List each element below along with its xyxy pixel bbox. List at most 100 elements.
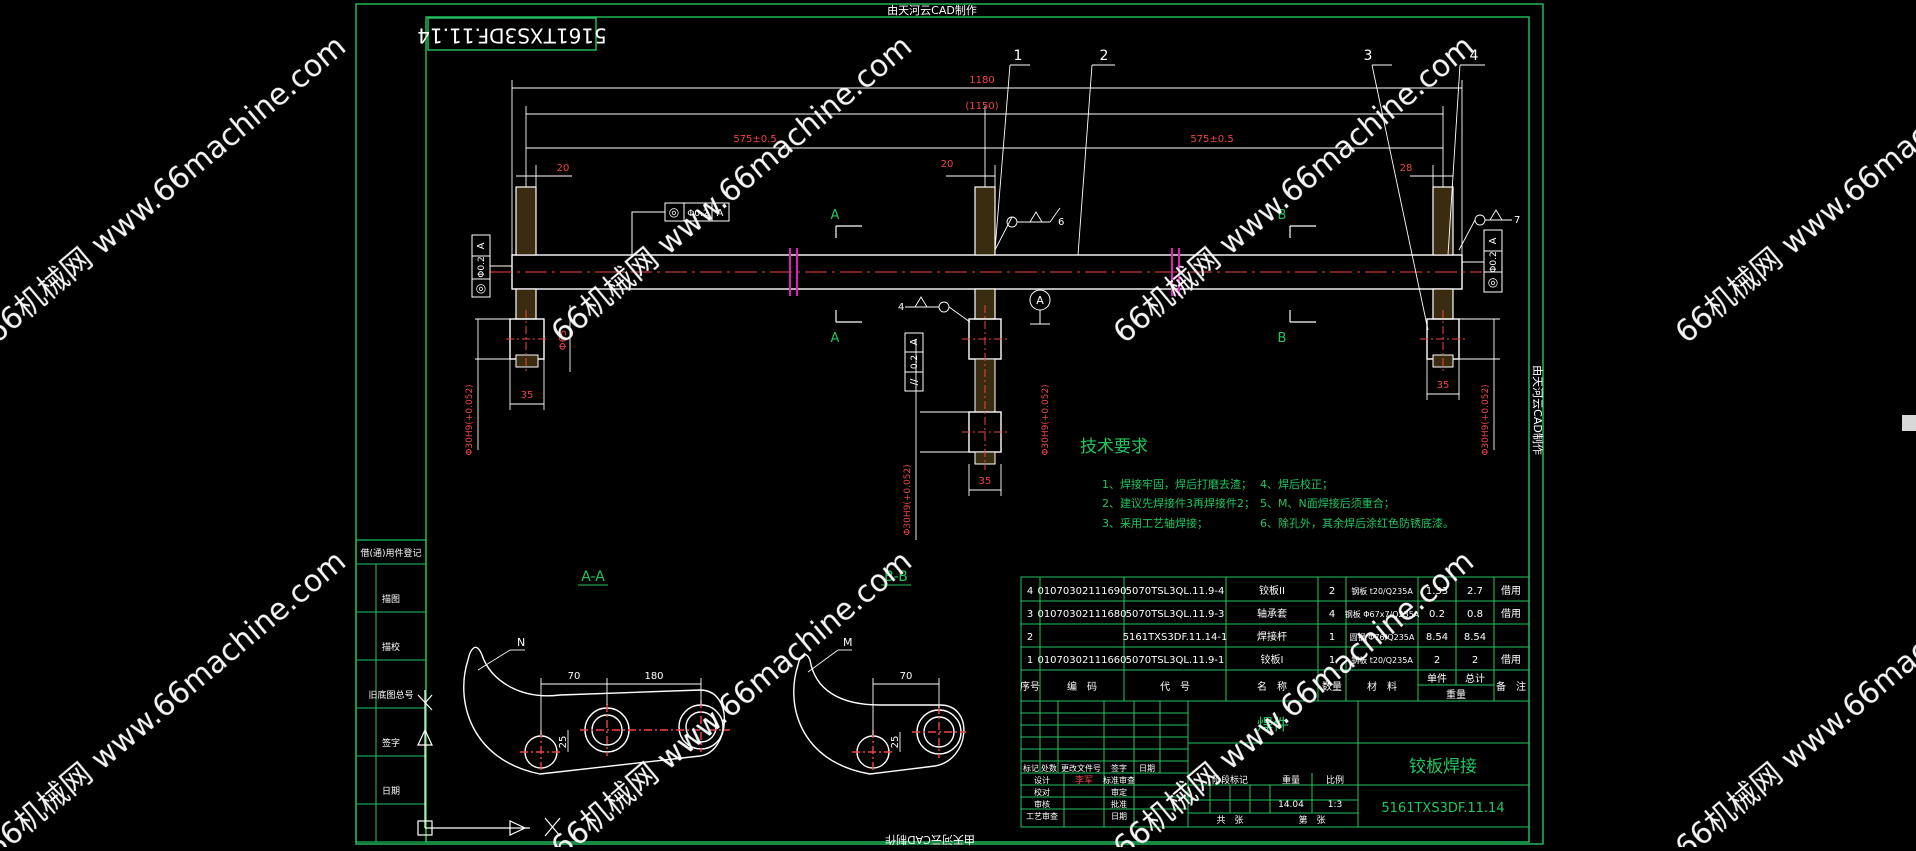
side-panel-label: 签字 [382, 737, 400, 749]
title-block: 焊件 铰板焊接 5161TXS3DF.11.14 标记 处数 更改文件号 签字 … [1020, 700, 1530, 828]
weld-7: 7 [1514, 215, 1520, 226]
designer-signature: 李军 [1075, 774, 1093, 786]
mid-plate [974, 186, 996, 256]
bom-header-cell: 名 称 [1257, 680, 1287, 693]
tech-title: 技术要求 [1080, 437, 1148, 457]
watermark: 66机械网 www.66machine.com [1669, 544, 1916, 847]
balloon-2: 2 [1100, 48, 1109, 64]
rev-label: 标记 [1023, 763, 1039, 773]
tech-item: 6、除孔外，其余焊后涂红色防锈底漆。 [1260, 516, 1454, 530]
watermark: 66机械网 www.66machine.com [1107, 29, 1481, 351]
bom-header-cell: 备 注 [1496, 680, 1526, 693]
bom-cell: 4 [1027, 586, 1033, 597]
leaders [994, 64, 1485, 331]
dim-left-half: 575±0.5 [733, 134, 776, 145]
weight-value: 14.04 [1278, 800, 1304, 810]
gdt-right-sym: ◎ [1488, 275, 1498, 289]
gdt-left-sym: ◎ [476, 281, 486, 295]
gdt-left-ref: A [476, 242, 487, 249]
section-aa-70: 70 [568, 671, 581, 682]
section-bb-dims [807, 649, 940, 752]
dim-overall: 1180 [969, 75, 994, 86]
bom-header-cell: 材 料 [1367, 680, 1397, 693]
title-name: 铰板焊接 [1409, 757, 1477, 777]
sheet-total: 共 张 [1216, 815, 1243, 826]
bom-cell: 5070TSL3QL.11.9-3 [1126, 609, 1225, 620]
dim-right-35: 35 [1437, 380, 1450, 391]
gdt-right-ref: A [1488, 237, 1499, 244]
bom-cell: 8.54 [1464, 632, 1486, 643]
bom-cell: 钢板 t20/Q235A [1351, 586, 1413, 596]
gdt-right: A Φ0.2 ◎ [1462, 229, 1503, 293]
bom-cell: 借用 [1501, 608, 1521, 620]
inner-frame [425, 16, 1530, 843]
gdt-top-val: Φ0.2 [687, 209, 708, 219]
bom-cell: 01070302111660 [1037, 655, 1126, 666]
dim-right-20: 28 [1400, 163, 1413, 174]
title-heading: 焊件 [1257, 715, 1289, 734]
bom-cell: 圆钢 Φ76/Q235A [1350, 632, 1415, 642]
dim-left-35: 35 [521, 390, 534, 401]
scrollbar-thumb[interactable] [1902, 415, 1916, 431]
gdt-left-val: Φ0.2 [477, 256, 487, 277]
bom-header-cell: 数量 [1322, 680, 1342, 693]
bom-cell: 铰板II [1259, 584, 1285, 597]
gdt-top-ref: A [717, 208, 724, 219]
gdt-right-val: Φ0.2 [1489, 251, 1499, 272]
side-panel-label: 借(通)用件登记 [360, 547, 421, 559]
bom-header-cell: 编 码 [1067, 680, 1097, 693]
dim-right-half: 575±0.5 [1190, 134, 1233, 145]
gdt-left: A Φ0.2 ◎ [471, 234, 512, 298]
section-b-bottom: B [1278, 331, 1287, 346]
role-label: 校对 [1034, 787, 1050, 797]
dim-phi65: Φ65 [558, 330, 569, 351]
ucs-icon [417, 690, 561, 837]
bottom-text: 由天河云CAD制作 [885, 833, 975, 847]
dim-mid-20: 20 [941, 159, 954, 170]
dimensions-top [511, 80, 1463, 255]
datum-letter: A [1036, 294, 1044, 307]
gdt-mid-val: 0.2 [910, 355, 920, 369]
section-aa-title: A-A [581, 569, 605, 585]
side-panel-label: 描图 [382, 593, 400, 605]
bom-cell: 焊接杆 [1257, 630, 1287, 643]
bom-cell: 借用 [1501, 585, 1521, 597]
bom-cell: 2 [1434, 655, 1440, 666]
section-aa-view [463, 646, 730, 775]
bom-header-cell: 单件 [1427, 673, 1447, 685]
mirror-stamp-box [427, 17, 597, 51]
dimensions-lower [475, 305, 1500, 540]
gdt-mid: A 0.2 // [904, 332, 924, 392]
dim-right-hole: Φ30H9(+0.052) [1481, 384, 1491, 455]
balloon-3: 3 [1364, 48, 1373, 64]
side-panel: 借(通)用件登记 描图 描校 旧底图总号 签字 日期 [355, 539, 427, 843]
bom-cell: 01070302111680 [1037, 609, 1126, 620]
bom-cell: 5070TSL3QL.11.9-4 [1126, 586, 1225, 597]
watermarks: 66机械网 www.66machine.com 66机械网 www.66mach… [0, 29, 1916, 851]
section-aa-25: 25 [558, 736, 569, 749]
role-right: 日期 [1111, 812, 1127, 821]
bom-cell: 钢板 Φ67x7/Q235A [1345, 609, 1420, 619]
dim-left-hole: Φ30H9(+0.052) [465, 384, 475, 455]
role-label: 设计 [1034, 775, 1050, 785]
bom-cell: 4 [1329, 609, 1335, 620]
weld-6: 6 [1058, 217, 1064, 228]
rev-label: 日期 [1139, 764, 1155, 773]
dim-inner: (1150) [965, 101, 998, 112]
side-panel-label: 日期 [382, 786, 400, 797]
side-text: 由天河云CAD制作 [1531, 365, 1545, 455]
section-bb-70: 70 [900, 671, 913, 682]
bom-cell: 2 [1027, 632, 1033, 643]
bom-weight-label: 重量 [1446, 688, 1466, 701]
watermark: 66机械网 www.66machine.com [0, 29, 353, 351]
section-aa-180: 180 [644, 671, 663, 682]
main-view [490, 186, 1482, 470]
bom-cell: 钢板 t20/Q235A [1351, 655, 1413, 665]
rev-label: 签字 [1111, 763, 1127, 773]
weld-symbols [905, 207, 1512, 323]
role-right: 批准 [1111, 799, 1127, 809]
